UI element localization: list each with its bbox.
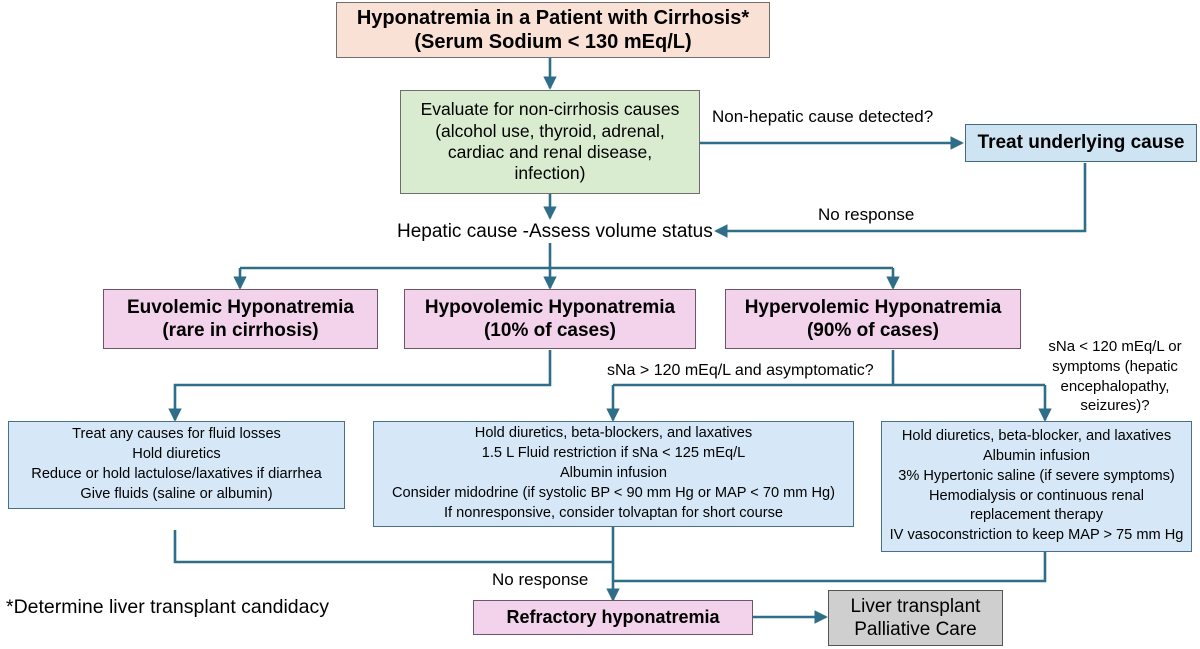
treat-euvolemic-line-1: Treat any causes for fluid losses [72, 426, 281, 443]
treat-severe-line-4: Hemodialysis or continuous renal [929, 487, 1144, 504]
node-hypovolemic-line2: (10% of cases) [483, 320, 616, 341]
edge-severe-to-converge [613, 552, 1047, 583]
node-evaluate-line4: infection) [514, 163, 586, 184]
edge-label-sna-low: sNa < 120 mEq/L or symptoms (hepatic enc… [1032, 337, 1198, 416]
node-liver-transplant-palliative[interactable]: Liver transplant Palliative Care [828, 590, 1003, 646]
treat-severe-line-6: IV vasoconstriction to keep MAP > 75 mm … [889, 527, 1184, 544]
sna-low-line1: sNa < 120 mEq/L or [1048, 338, 1182, 355]
node-treat-euvolemic[interactable]: Treat any causes for fluid losses Hold d… [8, 421, 345, 509]
node-treat-underlying-cause[interactable]: Treat underlying cause [965, 124, 1197, 162]
treat-euvolemic-line-4: Give fluids (saline or albumin) [80, 485, 273, 502]
edge-label-no-response-top: No response [818, 205, 915, 224]
node-evaluate-line3: cardiac and renal disease, [447, 142, 653, 162]
treat-mild-line-5: If nonresponsive, consider tolvaptan for… [443, 504, 784, 521]
node-euvolemic-line1: Euvolemic Hyponatremia [126, 296, 355, 318]
node-refractory-hyponatremia[interactable]: Refractory hyponatremia [473, 600, 753, 635]
treat-severe-line-2: Albumin infusion [982, 447, 1091, 464]
node-hypovolemic-line1: Hypovolemic Hyponatremia [424, 296, 676, 318]
treat-euvolemic-line-3: Reduce or hold lactulose/laxatives if di… [31, 466, 322, 482]
treat-mild-line-1: Hold diuretics, beta-blockers, and laxat… [474, 425, 753, 442]
node-transplant-line1: Liver transplant [850, 595, 981, 617]
node-hypervolemic-line2: (90% of cases) [806, 320, 939, 341]
treat-mild-line-3: Albumin infusion [559, 465, 668, 482]
node-treat-underlying-label: Treat underlying cause [977, 132, 1185, 154]
node-refractory-label: Refractory hyponatremia [506, 606, 720, 627]
footnote-transplant-candidacy: *Determine liver transplant candidacy [6, 596, 329, 618]
node-euvolemic-hyponatremia[interactable]: Euvolemic Hyponatremia (rare in cirrhosi… [103, 289, 378, 349]
edge-label-sna-high: sNa > 120 mEq/L and asymptomatic? [607, 362, 874, 379]
node-treat-mild-hypervolemic[interactable]: Hold diuretics, beta-blockers, and laxat… [373, 421, 854, 527]
node-hypovolemic-hyponatremia[interactable]: Hypovolemic Hyponatremia (10% of cases) [404, 289, 696, 349]
edge-fluid-losses-to-converge [173, 530, 613, 564]
treat-mild-line-2: 1.5 L Fluid restriction if sNa < 125 mEq… [481, 445, 746, 462]
node-transplant-line2: Palliative Care [854, 619, 977, 640]
node-evaluate-non-cirrhosis[interactable]: Evaluate for non-cirrhosis causes (alcoh… [400, 90, 700, 194]
node-hypervolemic-hyponatremia[interactable]: Hypervolemic Hyponatremia (90% of cases) [725, 289, 1021, 349]
node-start-line2: (Serum Sodium < 130 mEq/L) [414, 31, 692, 53]
node-treat-severe-hypervolemic[interactable]: Hold diuretics, beta-blocker, and laxati… [881, 421, 1192, 552]
label-hepatic-cause: Hepatic cause -Assess volume status [397, 221, 713, 242]
node-start-line1: Hyponatremia in a Patient with Cirrhosis… [356, 6, 750, 29]
sna-low-line4: seizures)? [1080, 397, 1150, 415]
edge-label-non-hepatic-cause: Non-hepatic cause detected? [712, 107, 934, 126]
node-hypervolemic-line1: Hypervolemic Hyponatremia [744, 296, 1002, 318]
node-euvolemic-line2: (rare in cirrhosis) [162, 320, 319, 341]
node-start[interactable]: Hyponatremia in a Patient with Cirrhosis… [336, 2, 770, 58]
sna-low-line2: symptoms (hepatic [1052, 357, 1178, 375]
treat-mild-line-4: Consider midodrine (if systolic BP < 90 … [391, 484, 836, 501]
sna-low-line3: encephalopathy, [1060, 377, 1170, 395]
treat-severe-line-1: Hold diuretics, beta-blocker, and laxati… [901, 427, 1172, 444]
treat-severe-line-5: replacement therapy [969, 507, 1104, 524]
node-evaluate-line2: (alcohol use, thyroid, adrenal, [435, 120, 665, 141]
edge-hypovolemic-to-fluid-losses [168, 350, 552, 422]
treat-severe-line-3: 3% Hypertonic saline (if severe symptoms… [898, 467, 1175, 484]
treat-euvolemic-line-2: Hold diuretics [132, 446, 221, 463]
node-evaluate-line1: Evaluate for non-cirrhosis causes [420, 99, 680, 120]
edge-label-no-response-bottom: No response [492, 570, 589, 589]
